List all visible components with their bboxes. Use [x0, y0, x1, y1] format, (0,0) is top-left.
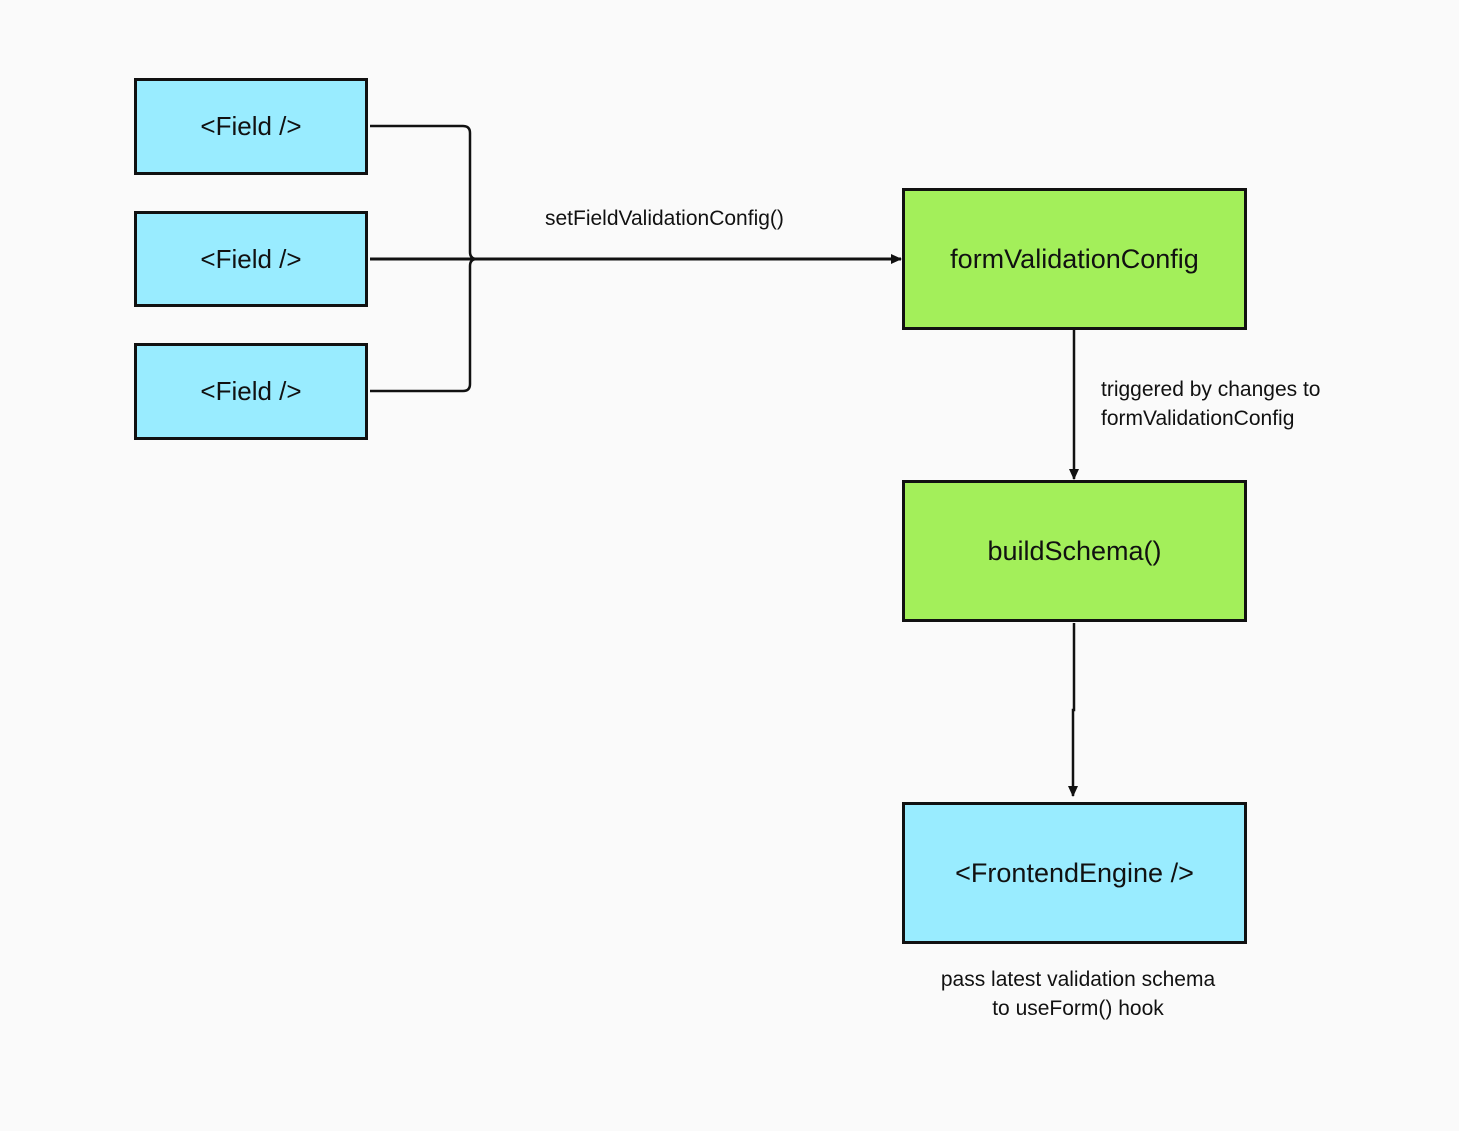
field-node-1: <Field /> — [134, 78, 368, 175]
pass-latest-schema-line-1: pass latest validation schema — [940, 968, 1216, 991]
connector-bracket-joint — [468, 251, 478, 267]
set-field-validation-config-label: setFieldValidationConfig() — [545, 204, 784, 233]
frontend-engine-node: <FrontendEngine /> — [902, 802, 1247, 944]
frontend-engine-label: <FrontendEngine /> — [955, 857, 1194, 888]
set-field-validation-config-text: setFieldValidationConfig() — [545, 207, 784, 230]
field-node-1-label: <Field /> — [200, 111, 302, 141]
field-node-3: <Field /> — [134, 343, 368, 440]
connector-field-3 — [370, 266, 472, 393]
pass-latest-schema-label: pass latest validation schema to useForm… — [908, 965, 1248, 1023]
field-node-3-label: <Field /> — [200, 376, 302, 406]
form-validation-config-node: formValidationConfig — [902, 188, 1247, 330]
pass-latest-schema-line-2: to useForm() hook — [992, 997, 1164, 1020]
triggered-by-changes-line-1: triggered by changes to — [1101, 378, 1321, 401]
field-node-2: <Field /> — [134, 211, 368, 307]
connector-field-1 — [370, 124, 472, 252]
form-validation-config-label: formValidationConfig — [950, 243, 1199, 274]
triggered-by-changes-line-2: formValidationConfig — [1101, 407, 1295, 430]
arrow-to-frontend-engine — [1068, 623, 1078, 797]
triggered-by-changes-label: triggered by changes to formValidationCo… — [1101, 375, 1320, 433]
build-schema-label: buildSchema() — [987, 535, 1162, 566]
build-schema-node: buildSchema() — [902, 480, 1247, 622]
field-node-2-label: <Field /> — [200, 243, 302, 274]
